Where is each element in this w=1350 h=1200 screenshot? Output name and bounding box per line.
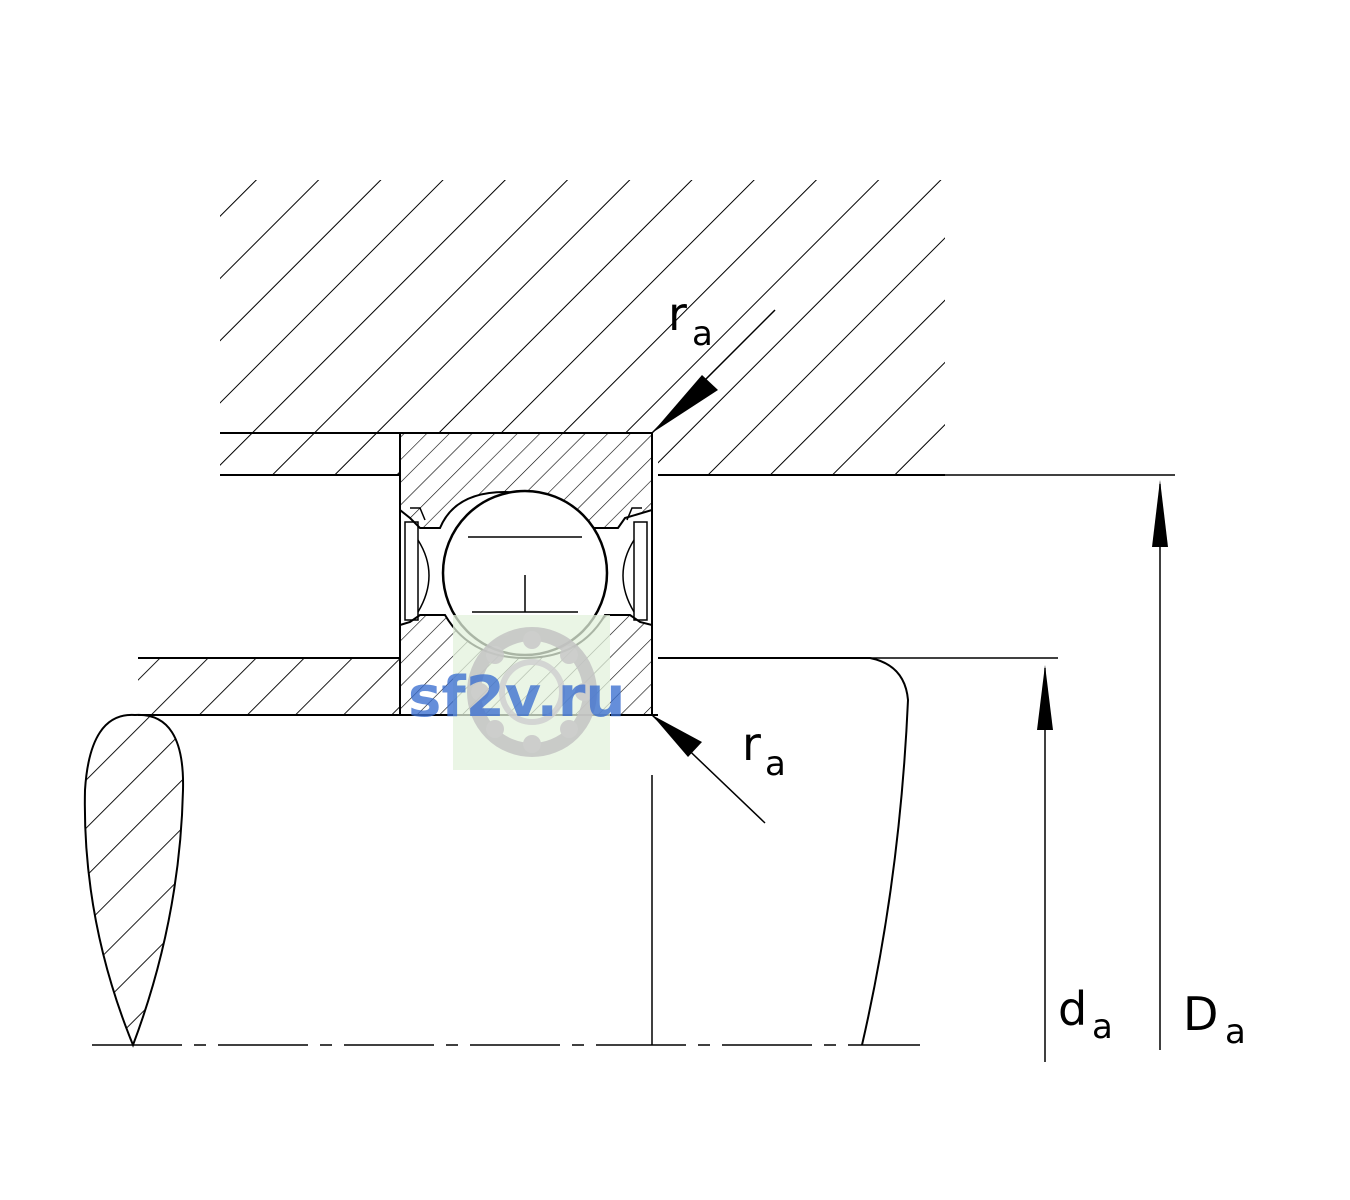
label-ra-top: r a [668,287,713,354]
Da-dimension-arrow [1152,480,1168,1050]
shaft-shoulder [138,657,400,716]
watermark: sf2v.ru [408,615,625,770]
ra-bottom-leader [651,714,766,824]
ra-top-leader [651,309,776,434]
bearing-ball [441,489,609,657]
label-da: d a [1058,982,1113,1047]
label-Da: D a [1183,987,1246,1052]
label-ra-bottom: r a [742,717,786,784]
svg-text:a: a [1225,1012,1246,1052]
housing [220,180,945,476]
watermark-bearing-icon [467,627,597,757]
svg-text:a: a [765,744,786,784]
svg-text:a: a [692,314,713,354]
reference-lines [658,474,1175,659]
svg-text:sf2v.ru: sf2v.ru [408,665,625,730]
shaft-section [83,713,185,1048]
svg-text:a: a [1092,1007,1113,1047]
svg-text:D: D [1183,987,1218,1041]
svg-text:r: r [742,717,761,771]
da-dimension-arrow [1037,665,1053,1062]
svg-text:d: d [1058,982,1087,1036]
svg-text:r: r [668,287,687,341]
